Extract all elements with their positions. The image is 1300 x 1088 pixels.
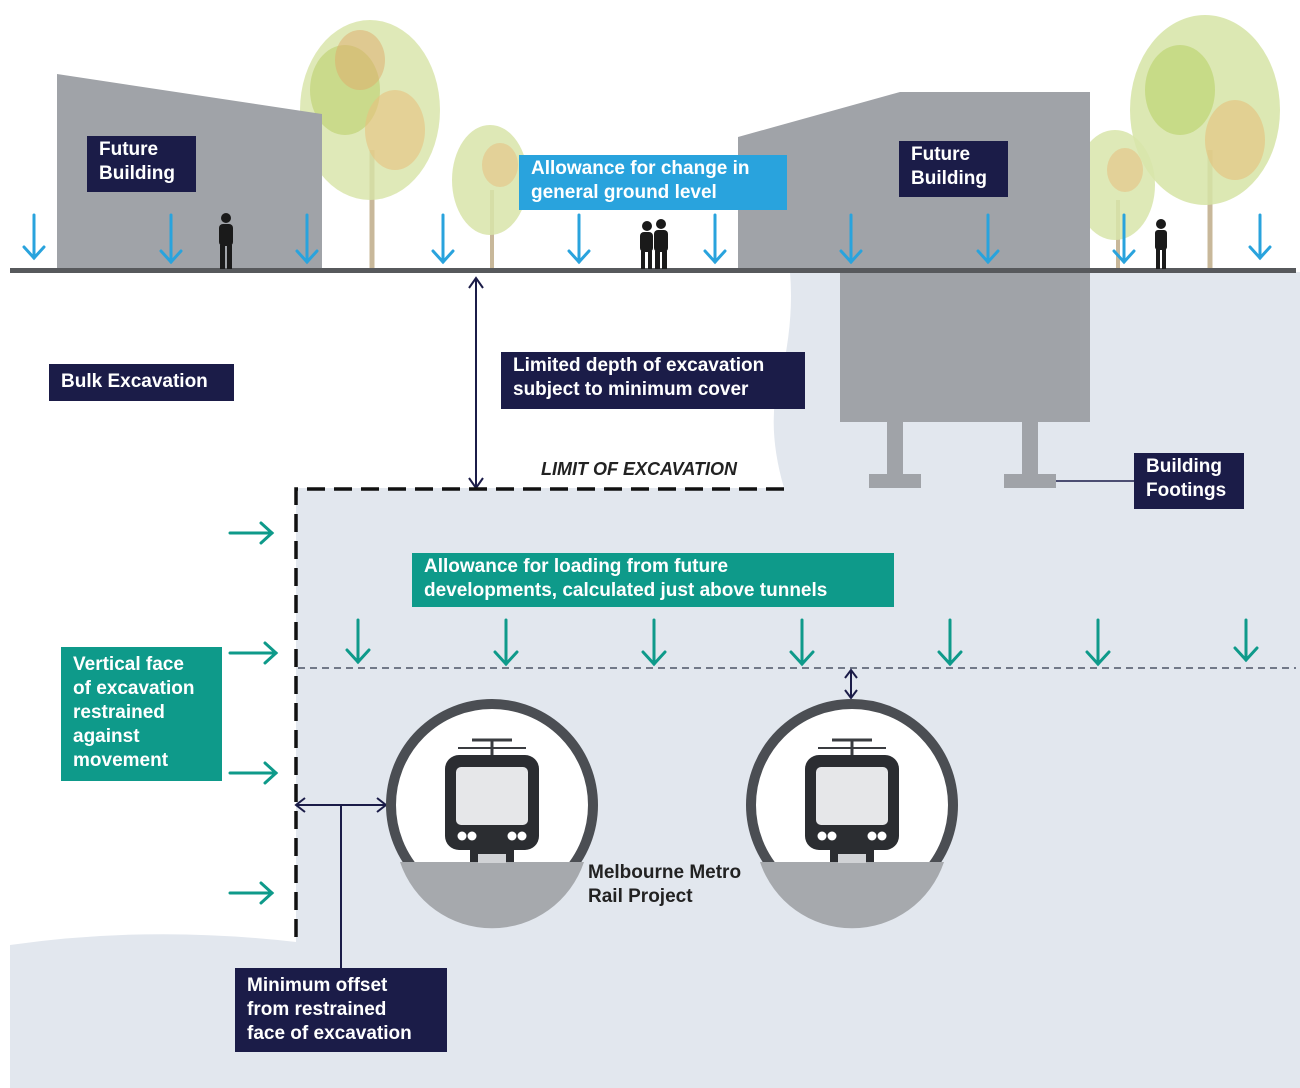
future-building-left-label: Future Building bbox=[87, 136, 196, 192]
minimum-offset-label: Minimum offset from restrained face of e… bbox=[235, 968, 447, 1052]
down-arrow-icon bbox=[937, 618, 963, 667]
ground-line bbox=[10, 268, 1296, 273]
down-arrow-icon bbox=[1233, 618, 1259, 663]
down-arrow-icon bbox=[1085, 618, 1111, 667]
depth-dimension-arrow bbox=[468, 276, 484, 490]
loading-allowance-label: Allowance for loading from future develo… bbox=[412, 553, 894, 607]
down-arrow-icon bbox=[567, 213, 591, 265]
pedestrian-couple-icon bbox=[640, 219, 668, 269]
soil-region bbox=[10, 272, 1300, 1088]
tunnel-right bbox=[746, 699, 958, 929]
right-arrow-icon bbox=[228, 881, 275, 905]
building-footings bbox=[869, 422, 1056, 488]
future-building-right-label: Future Building bbox=[899, 141, 1008, 197]
limited-depth-label: Limited depth of excavation subject to m… bbox=[501, 352, 805, 409]
pedestrian-icon-left bbox=[219, 213, 233, 269]
down-arrow-icon bbox=[839, 213, 863, 265]
tree-center-small bbox=[452, 125, 528, 268]
right-arrow-icon bbox=[228, 761, 279, 785]
cover-dimension-arrow bbox=[844, 668, 858, 700]
down-arrow-icon bbox=[431, 213, 455, 265]
down-arrow-icon bbox=[295, 213, 319, 265]
down-arrow-icon bbox=[493, 618, 519, 667]
vertical-face-label: Vertical face of excavation restrained a… bbox=[61, 647, 222, 781]
restraint-arrows bbox=[228, 521, 279, 905]
down-arrow-icon bbox=[1248, 213, 1272, 261]
down-arrow-icon bbox=[703, 213, 727, 265]
right-arrow-icon bbox=[228, 521, 275, 545]
down-arrow-icon bbox=[22, 213, 46, 261]
tunnel-left bbox=[386, 699, 598, 929]
building-basement bbox=[840, 270, 1090, 422]
limit-of-excavation-label: LIMIT OF EXCAVATION bbox=[541, 459, 737, 479]
down-arrow-icon bbox=[789, 618, 815, 667]
down-arrow-icon bbox=[159, 213, 183, 265]
limit-of-excavation-line bbox=[294, 487, 784, 942]
down-arrow-icon bbox=[1112, 213, 1136, 265]
down-arrow-icon bbox=[641, 618, 667, 667]
pedestrian-icon-right bbox=[1155, 219, 1167, 269]
train-icon bbox=[805, 738, 899, 863]
ground-level-allowance-label: Allowance for change in general ground l… bbox=[519, 155, 787, 210]
ground-level-arrows bbox=[22, 213, 1272, 265]
loading-arrows bbox=[345, 618, 1259, 667]
tree-right-large bbox=[1130, 15, 1280, 268]
train-icon bbox=[445, 738, 539, 863]
down-arrow-icon bbox=[976, 213, 1000, 265]
tree-left-large bbox=[300, 20, 440, 268]
down-arrow-icon bbox=[345, 618, 371, 665]
building-footings-label: Building Footings bbox=[1134, 453, 1244, 509]
bulk-excavation-label: Bulk Excavation bbox=[49, 364, 234, 401]
project-name-label: Melbourne Metro Rail Project bbox=[588, 862, 742, 907]
right-arrow-icon bbox=[228, 641, 279, 665]
